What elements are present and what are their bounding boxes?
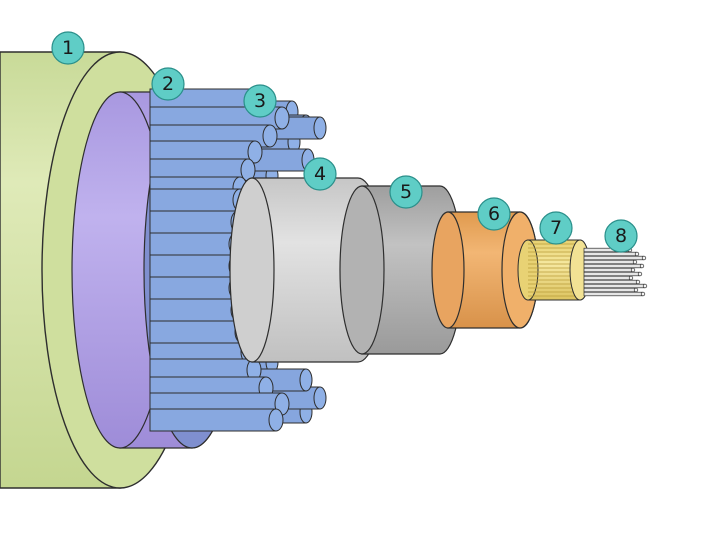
marker-8: 8 [604, 219, 638, 253]
conductor-wire [583, 275, 634, 281]
armor-strand [149, 232, 244, 256]
armor-strand [149, 408, 284, 432]
marker-label-2: 2 [162, 73, 174, 95]
conductor-wire [583, 251, 640, 257]
marker-1: 1 [51, 31, 85, 65]
conductor-wire [583, 279, 641, 285]
shield-layer [517, 239, 591, 301]
marker-7: 7 [539, 211, 573, 245]
conductor-wire [583, 267, 636, 273]
conductor-wire [583, 263, 645, 269]
armor-strand [149, 276, 244, 300]
conductor-wire [583, 259, 638, 265]
marker-2: 2 [151, 67, 185, 101]
callout-markers: 1 2 3 4 5 6 7 8 [51, 31, 638, 253]
marker-4: 4 [303, 157, 337, 191]
conductor-wire [583, 271, 643, 277]
armor-strand [149, 254, 244, 278]
armor-strands-layer [149, 88, 327, 432]
conductor-wire [583, 255, 647, 261]
conductor-wire [583, 287, 639, 293]
marker-label-7: 7 [550, 217, 562, 239]
conductor-wires-layer [583, 247, 648, 297]
marker-label-8: 8 [615, 225, 627, 247]
marker-label-3: 3 [254, 90, 266, 112]
marker-label-6: 6 [488, 203, 500, 225]
armor-strand [149, 188, 248, 212]
marker-label-4: 4 [314, 163, 326, 185]
marker-5: 5 [389, 175, 423, 209]
armor-strand [149, 140, 263, 164]
marker-label-5: 5 [400, 181, 412, 203]
marker-6: 6 [477, 197, 511, 231]
conductor-wire [583, 291, 646, 297]
armor-strand [149, 210, 246, 234]
insulation-layer [431, 211, 539, 329]
conductor-wire [583, 283, 648, 289]
marker-3: 3 [243, 84, 277, 118]
marker-label-1: 1 [62, 37, 74, 59]
